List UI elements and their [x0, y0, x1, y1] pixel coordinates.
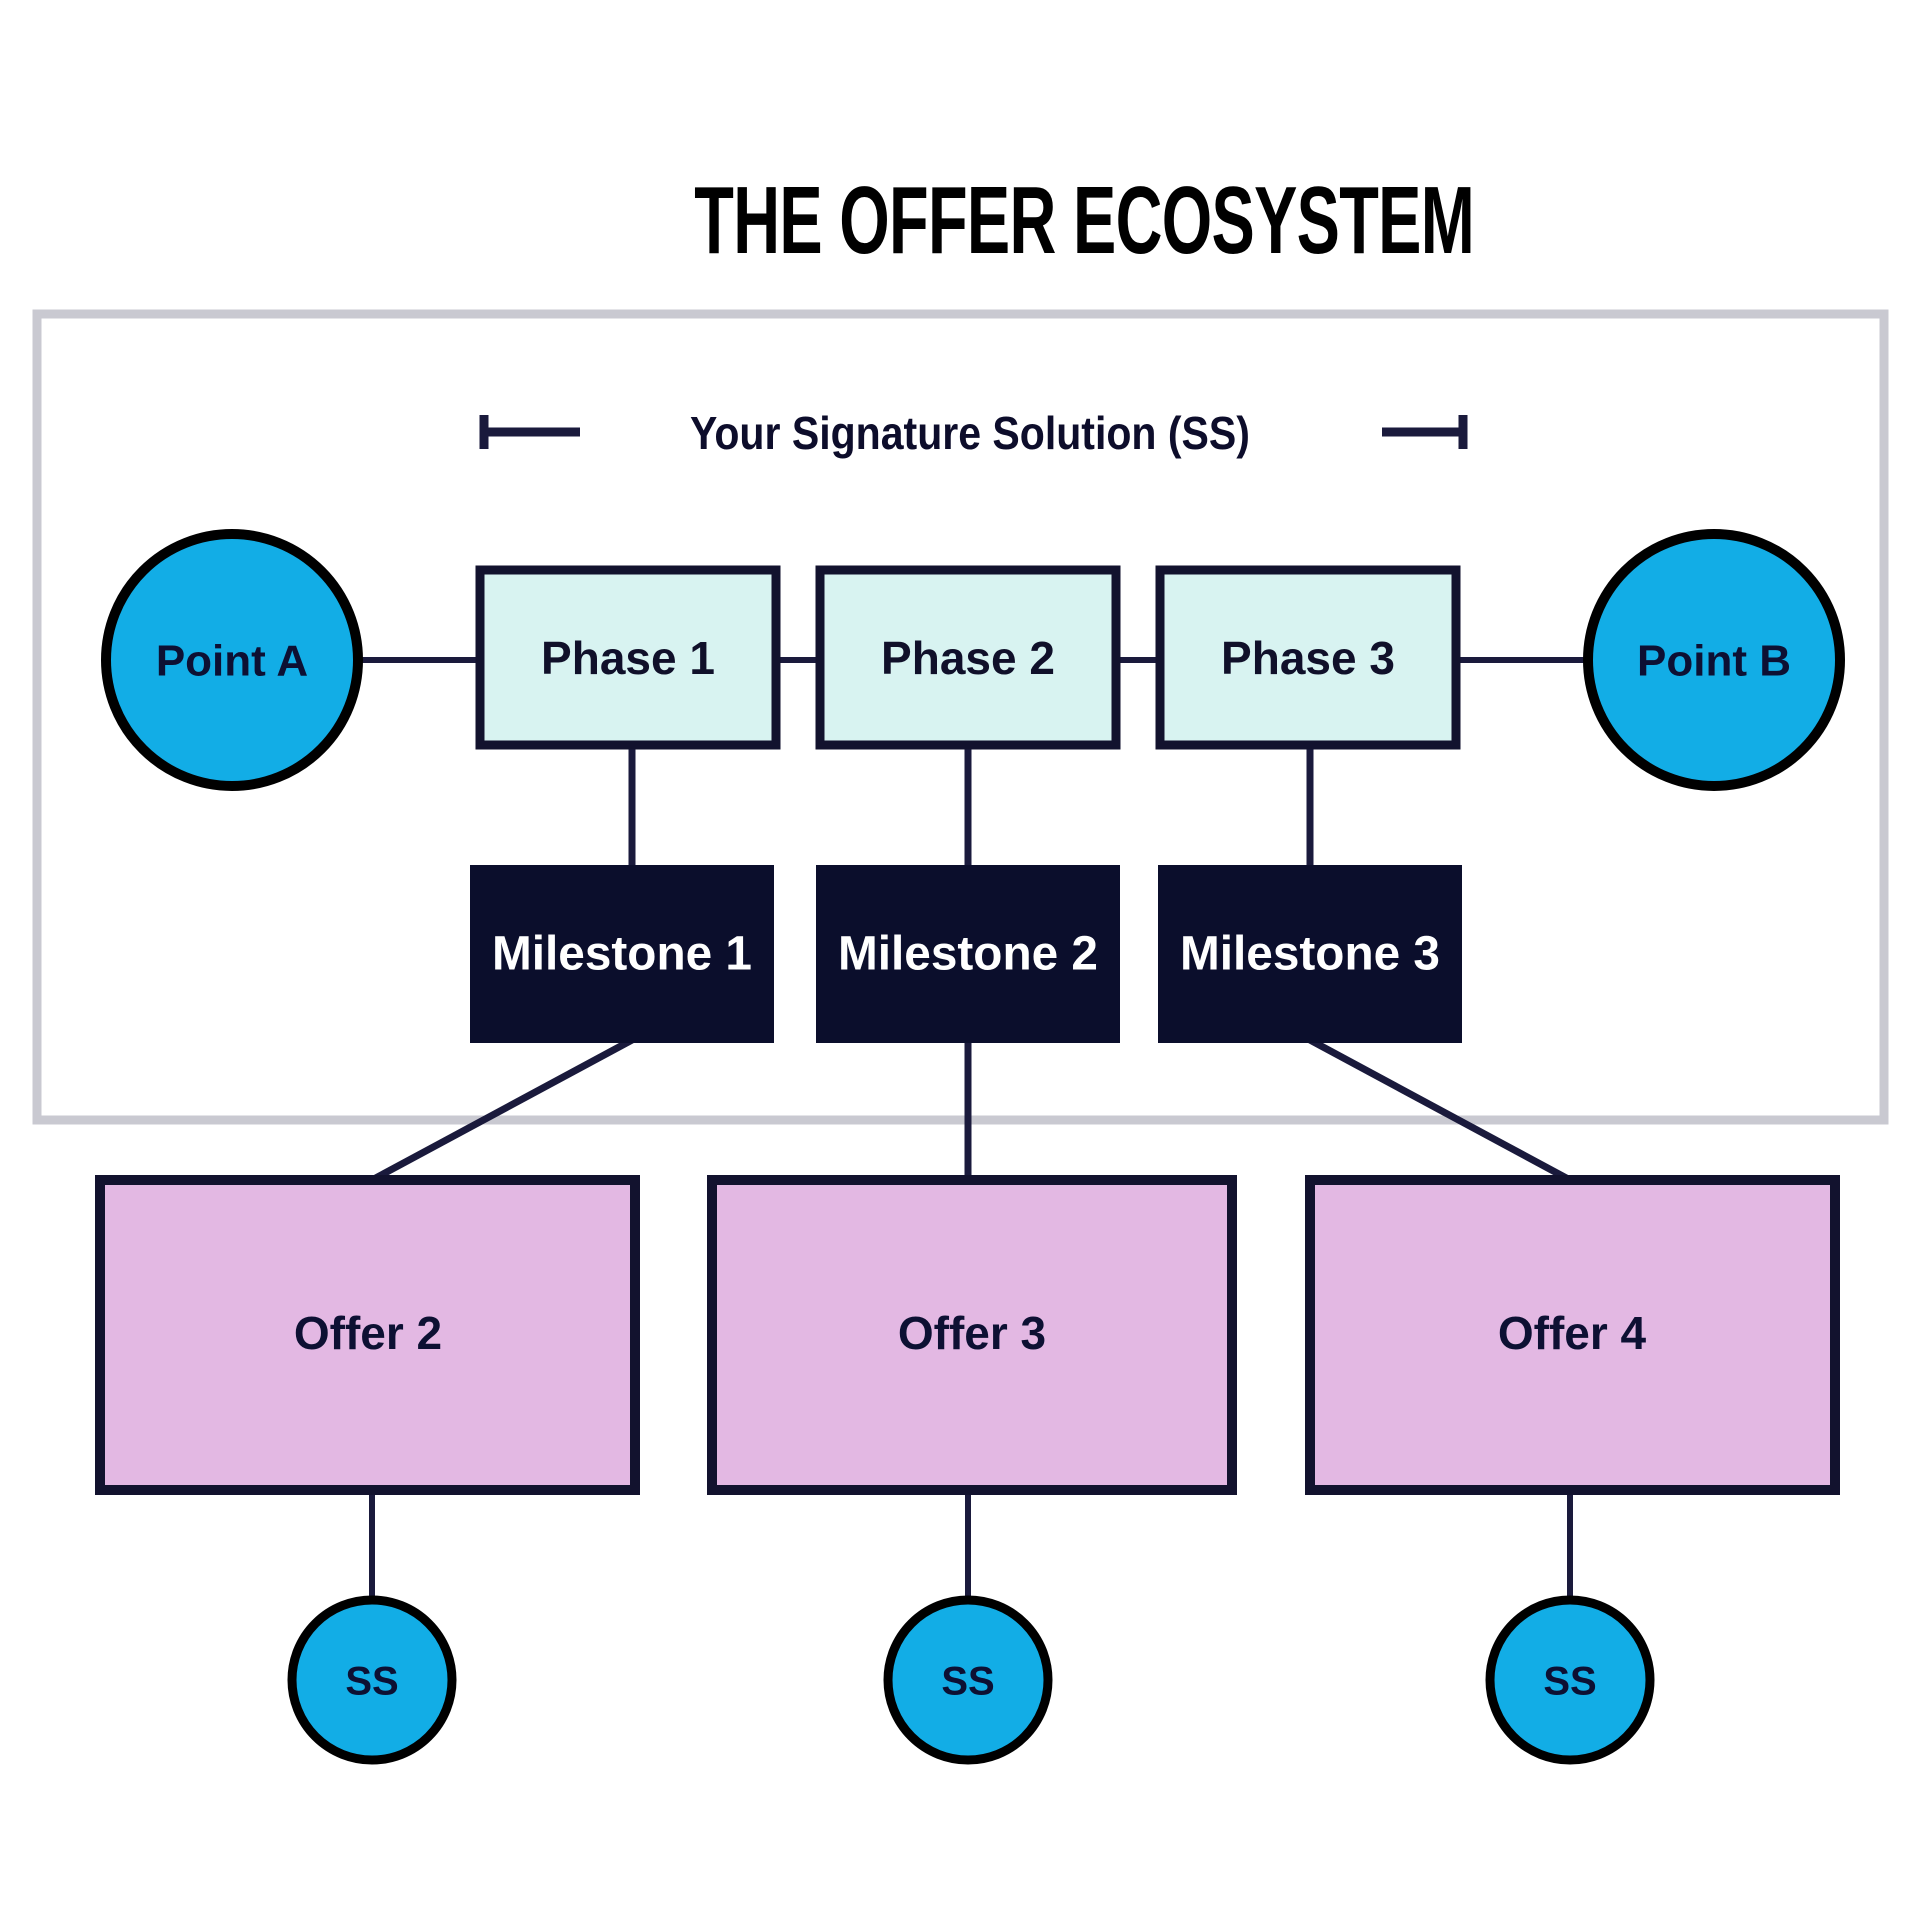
ss-circle-1[interactable] — [287, 1595, 457, 1765]
phase-1-label: Phase 1 — [541, 632, 715, 684]
offer-4-box[interactable] — [1305, 1175, 1840, 1495]
offer-3-node[interactable]: Offer 3 — [707, 1175, 1237, 1495]
offer-2-label: Offer 2 — [294, 1307, 442, 1359]
point-b-circle[interactable] — [1583, 529, 1845, 791]
point-b-node[interactable]: Point B — [1583, 529, 1845, 791]
milestone-1-box[interactable] — [470, 865, 774, 1043]
bracket-label: Your Signature Solution (SS) — [690, 409, 1250, 460]
phase-2-box[interactable] — [815, 565, 1121, 750]
point-b-label: Point B — [1637, 637, 1791, 686]
milestone-2-box[interactable] — [816, 865, 1120, 1043]
phase-1-node[interactable]: Phase 1 — [475, 565, 781, 750]
milestone-1-node[interactable]: Milestone 1 — [470, 865, 774, 1043]
phase-2-node[interactable]: Phase 2 — [815, 565, 1121, 750]
milestone-1-label: Milestone 1 — [492, 928, 752, 981]
point-a-circle[interactable] — [101, 529, 363, 791]
bracket-right — [1382, 415, 1468, 449]
offer-3-box[interactable] — [707, 1175, 1237, 1495]
milestone-3-node[interactable]: Milestone 3 — [1158, 865, 1462, 1043]
milestone-2-node[interactable]: Milestone 2 — [816, 865, 1120, 1043]
phase-2-label: Phase 2 — [881, 632, 1055, 684]
page-title: THE OFFER ECOSYSTEM — [694, 167, 1474, 274]
phase-1-box[interactable] — [475, 565, 781, 750]
offer-2-box[interactable] — [95, 1175, 640, 1495]
ss-circle-1-label: SS — [345, 1660, 398, 1704]
bracket-left — [479, 415, 580, 449]
offer-3-label: Offer 3 — [898, 1307, 1046, 1359]
ss-circle-1-node[interactable]: SS — [287, 1595, 457, 1765]
signature-solution-container — [32, 309, 1889, 1125]
ss-circle-3[interactable] — [1485, 1595, 1655, 1765]
ss-circle-2-label: SS — [941, 1660, 994, 1704]
ss-circle-3-node[interactable]: SS — [1485, 1595, 1655, 1765]
phase-3-label: Phase 3 — [1221, 632, 1395, 684]
point-a-label: Point A — [156, 637, 308, 686]
offer-4-node[interactable]: Offer 4 — [1305, 1175, 1840, 1495]
phase-3-node[interactable]: Phase 3 — [1155, 565, 1461, 750]
point-a-node[interactable]: Point A — [101, 529, 363, 791]
milestone-3-box[interactable] — [1158, 865, 1462, 1043]
ss-circle-2-node[interactable]: SS — [883, 1595, 1053, 1765]
connector-milestone3-offer4 — [1308, 1036, 1572, 1184]
milestone-3-label: Milestone 3 — [1180, 928, 1440, 981]
milestone-2-label: Milestone 2 — [838, 928, 1098, 981]
ss-circle-3-label: SS — [1543, 1660, 1596, 1704]
offer-2-node[interactable]: Offer 2 — [95, 1175, 640, 1495]
connector-milestone1-offer2 — [370, 1036, 634, 1184]
phase-3-box[interactable] — [1155, 565, 1461, 750]
ss-circle-2[interactable] — [883, 1595, 1053, 1765]
offer-4-label: Offer 4 — [1498, 1307, 1647, 1359]
